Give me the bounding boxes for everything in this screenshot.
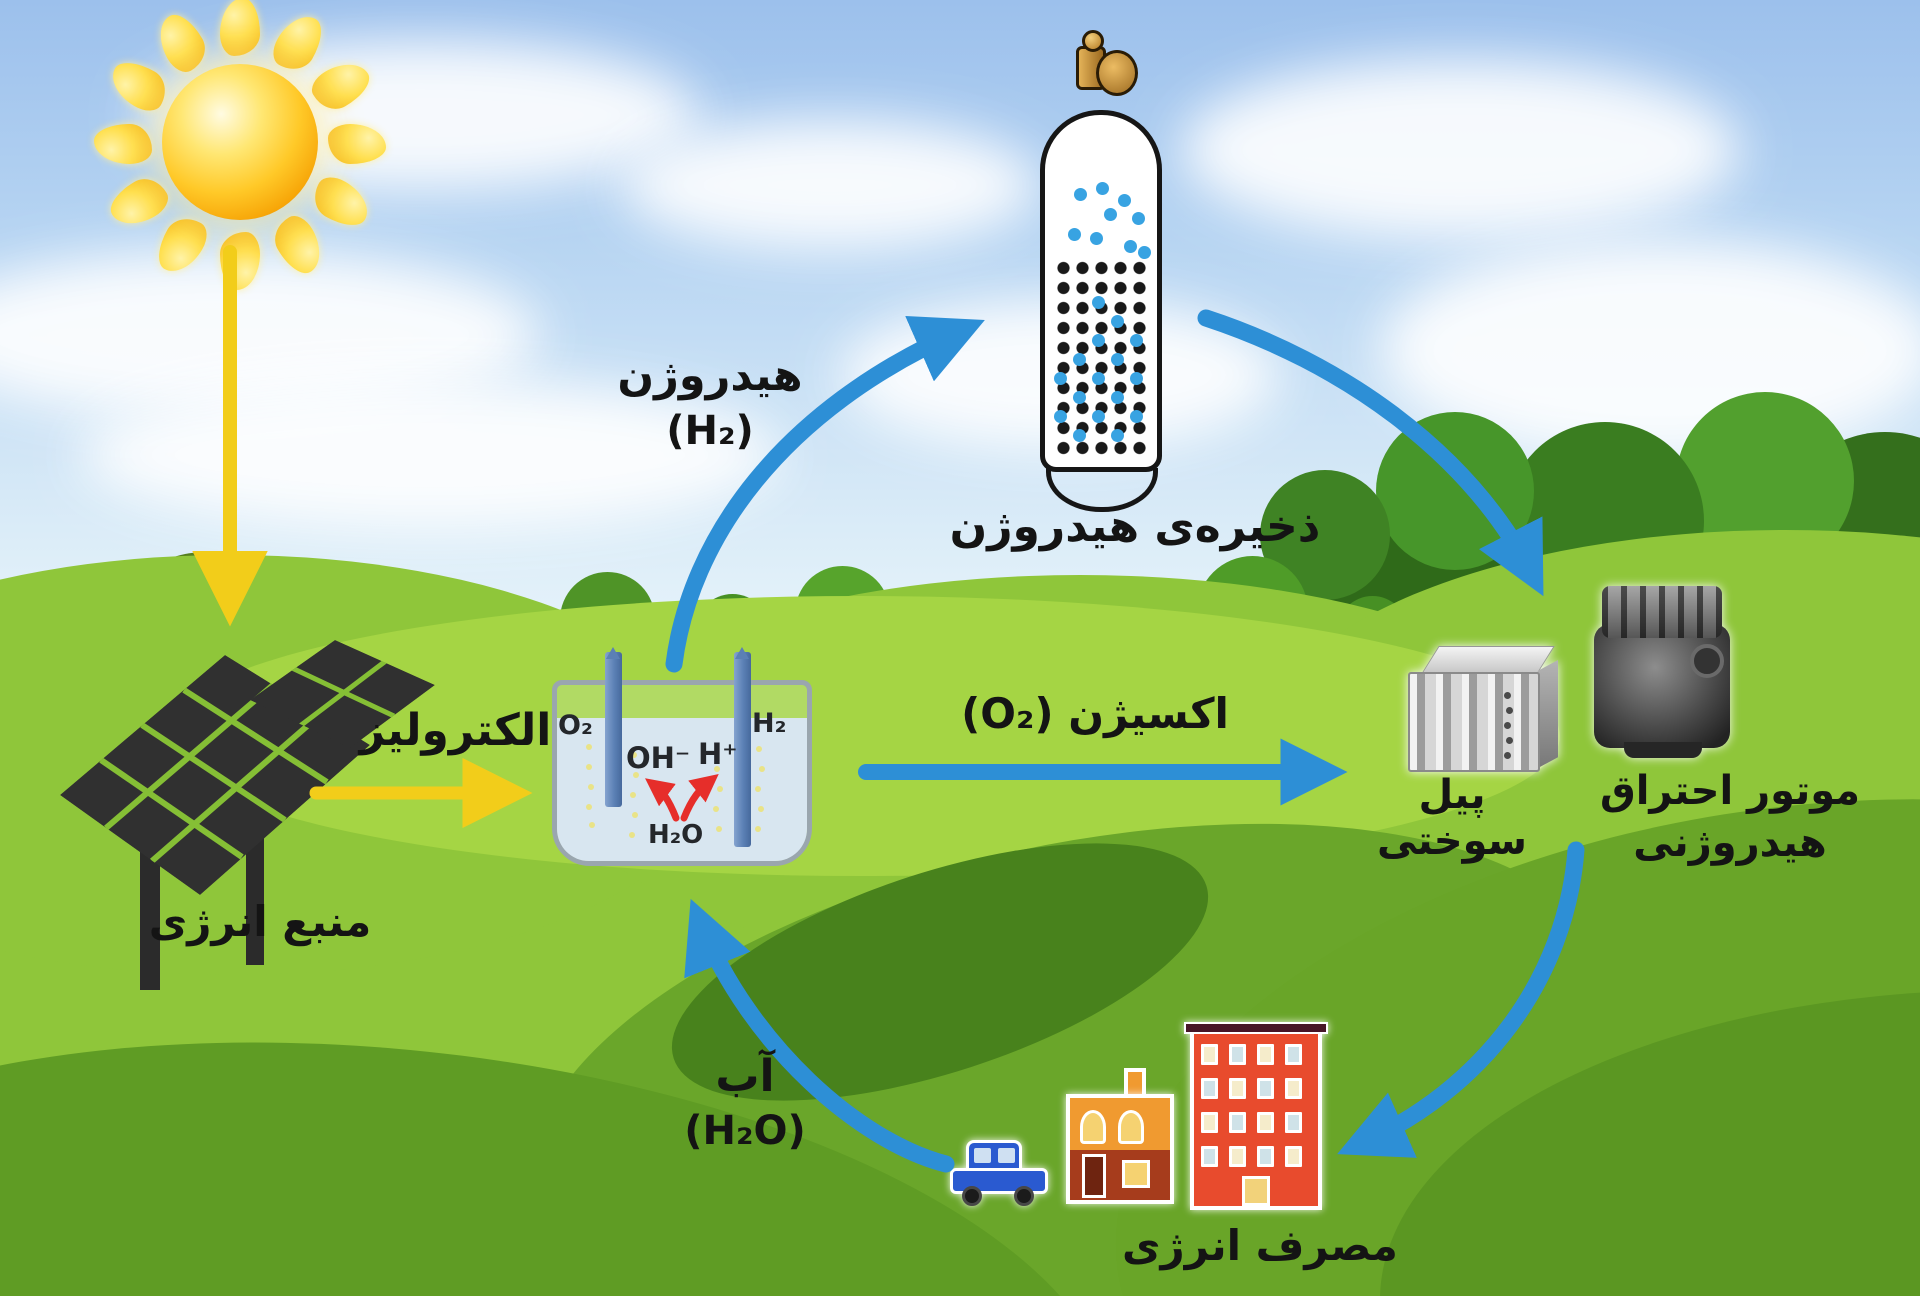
- car-wheel: [1014, 1186, 1034, 1206]
- label-engine-line1: موتور احتراق: [1599, 768, 1861, 814]
- cloud: [80, 380, 780, 530]
- electrolysis-tank: O₂ OH⁻ H⁺ H₂ H₂O: [548, 640, 818, 872]
- building-roof: [1184, 1022, 1328, 1034]
- cloud: [1380, 240, 1920, 460]
- label-fuel-cell: پیل سوختی: [1376, 772, 1528, 864]
- hydrogen-molecules-blue: [1054, 258, 1067, 271]
- house-window-arch: [1080, 1110, 1106, 1144]
- stored-molecules: [1054, 258, 1152, 456]
- label-engine-line2: هیدروژنی: [1633, 820, 1827, 866]
- label-water: آب: [715, 1051, 775, 1102]
- hydrogen-cylinder: [1032, 28, 1174, 514]
- cloud: [1180, 60, 1740, 240]
- building-windows: [1201, 1044, 1313, 1168]
- tank-label-h2: H₂: [752, 708, 787, 739]
- tank-label-h-plus: H⁺: [698, 737, 738, 771]
- engine-sump: [1624, 742, 1702, 758]
- engine-head: [1602, 586, 1722, 638]
- label-energy-source: منبع انرژی: [148, 897, 372, 946]
- fuel-cell-side: [1538, 660, 1558, 768]
- car-window: [974, 1148, 991, 1163]
- electrode-left: [605, 647, 622, 807]
- label-hydrogen-formula: (H₂): [666, 408, 754, 454]
- engine-block: [1594, 624, 1730, 748]
- fuel-cell-top: [1421, 646, 1555, 674]
- hydrogen-molecules-free: [1074, 188, 1087, 201]
- house-window: [1122, 1160, 1150, 1188]
- house-door: [1082, 1154, 1106, 1198]
- tank-label-o2: O₂: [558, 710, 593, 741]
- label-hydrogen-storage: ذخیره‌ی هیدروژن: [949, 501, 1321, 552]
- sun: [118, 0, 362, 266]
- building-door: [1242, 1176, 1270, 1206]
- fuel-cell: [1408, 646, 1560, 778]
- label-oxygen: اکسیژن (O₂): [961, 689, 1229, 738]
- car-window: [998, 1148, 1015, 1163]
- gas-bubbles: [586, 744, 592, 750]
- fuel-cell-bolts: [1504, 692, 1511, 699]
- label-hydrogen: هیدروژن: [617, 351, 803, 401]
- engine-pipe: [1690, 644, 1724, 678]
- label-water-formula: (H₂O): [684, 1108, 806, 1154]
- house: [1066, 1094, 1174, 1204]
- car: [950, 1140, 1054, 1208]
- label-electrolysis: الکترولیز: [359, 705, 552, 756]
- cylinder-valve-wheel: [1096, 50, 1138, 96]
- cloud: [620, 120, 1040, 250]
- sun-core: [162, 64, 318, 220]
- tank-label-h2o: H₂O: [648, 820, 704, 850]
- car-wheel: [962, 1186, 982, 1206]
- tank-label-oh: OH⁻: [626, 741, 691, 775]
- cylinder-valve-knob: [1082, 30, 1104, 52]
- hydrogen-engine: [1592, 582, 1734, 764]
- house-window-arch: [1118, 1110, 1144, 1144]
- fuel-cell-front: [1408, 672, 1540, 772]
- apartment-building: [1184, 1022, 1328, 1210]
- label-energy-consumption: مصرف انرژی: [1122, 1221, 1398, 1270]
